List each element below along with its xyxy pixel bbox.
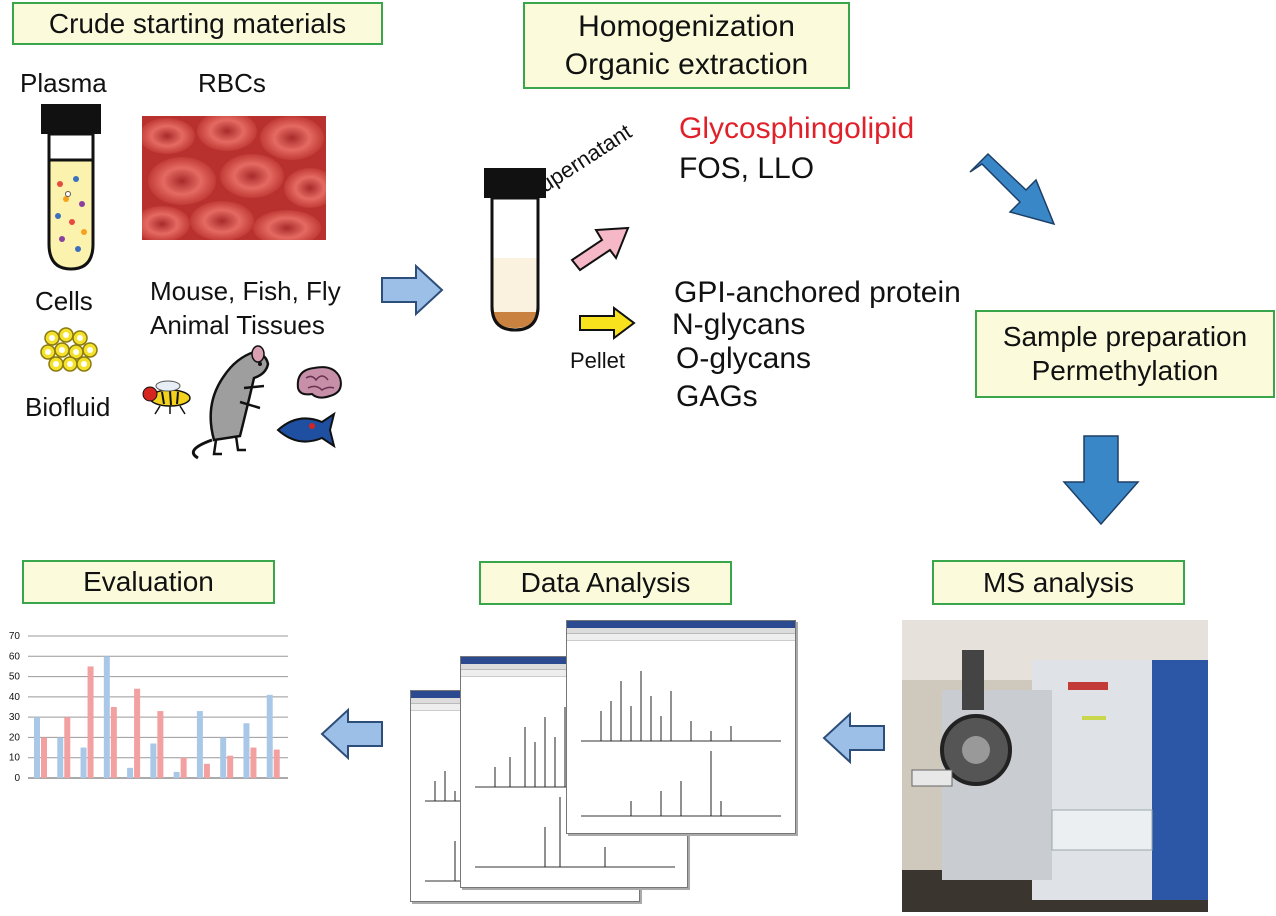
arrow-to-extraction [381,263,444,317]
brain-illustration [296,366,342,399]
sample-preparation-box: Sample preparation Permethylation [975,310,1275,398]
chart-bar-blue [103,656,110,778]
cells-label: Cells [35,286,93,316]
chart-bar-pink [227,755,234,778]
rbc-photo [142,116,326,240]
evaluation-box: Evaluation [22,560,275,604]
chart-bar-blue [173,771,180,778]
chart-bar-blue [266,694,273,778]
mass-spectrometer-photo [902,620,1208,912]
chart-bar-blue [34,717,40,778]
chart-y-tick-label: 10 [9,753,21,764]
permethylation-label: Permethylation [1031,355,1219,386]
chart-bar-blue [150,743,157,778]
biofluid-label: Biofluid [25,392,111,422]
chart-y-tick-label: 40 [9,692,21,703]
o-glycans-label: O-glycans [676,342,812,375]
organic-extraction-label: Organic extraction [564,47,809,81]
chart-bar-pink [64,717,71,778]
chart-y-tick-label: 0 [14,773,20,784]
fish-illustration [276,411,336,449]
arrow-to-data-analysis [822,711,885,765]
chart-bar-pink [250,747,257,778]
chart-bar-pink [110,707,117,778]
chart-bar-pink [41,737,47,778]
chart-bar-blue [80,747,87,778]
ms-analysis-label: MS analysis [983,566,1134,598]
data-analysis-label: Data Analysis [520,567,691,598]
chart-bar-blue [220,737,227,778]
ms-analysis-box: MS analysis [932,560,1185,605]
chart-bar-pink [134,688,141,778]
chart-bar-pink [157,711,164,778]
chart-bar-blue [243,723,250,778]
homogenization-label: Homogenization [578,9,795,43]
evaluation-bar-chart: 0 10 20 30 40 50 60 70 [9,631,288,784]
pellet-arrow [579,306,636,340]
chart-bar-blue [57,737,64,778]
gpi-anchored-protein-label: GPI-anchored protein [674,276,961,309]
centrifuge-tube-illustration [484,168,546,332]
chart-y-tick-label: 30 [9,712,21,723]
arrow-to-ms-analysis [1062,435,1140,526]
homogenization-box: Homogenization Organic extraction [523,2,850,89]
sample-preparation-label: Sample preparation [1002,321,1248,352]
chart-y-tick-label: 60 [9,651,21,662]
chart-bar-pink [87,666,94,778]
crude-materials-label: Crude starting materials [48,7,347,39]
mouse-illustration [191,345,270,460]
fos-llo-label: FOS, LLO [679,152,815,185]
pellet-label: Pellet [570,348,626,373]
crude-materials-box: Crude starting materials [12,2,383,45]
spectrum-window-front [566,620,796,834]
glycosphingolipid-label: Glycosphingolipid [679,112,915,145]
chart-bar-blue [196,711,203,778]
arrow-to-sample-prep [969,152,1056,226]
fly-illustration [142,380,191,415]
n-glycans-label: N-glycans [672,308,806,341]
chart-bar-pink [273,749,280,778]
chart-bar-pink [203,763,210,778]
evaluation-label: Evaluation [83,566,214,597]
tissues-line2-label: Animal Tissues [150,310,325,340]
arrow-to-evaluation [320,707,383,761]
gags-label: GAGs [676,380,758,413]
plasma-tube-illustration [41,104,101,271]
tissues-line1-label: Mouse, Fish, Fly [150,276,341,306]
data-analysis-box: Data Analysis [479,561,732,605]
cells-illustration [40,327,98,372]
chart-y-tick-label: 50 [9,672,21,683]
supernatant-label: Supernatant [521,118,636,206]
supernatant-arrow [570,226,630,272]
plasma-label: Plasma [20,68,107,98]
chart-y-tick-label: 20 [9,732,21,743]
rbcs-label: RBCs [198,68,266,98]
chart-bar-blue [127,767,134,778]
chart-bar-pink [180,757,187,778]
chart-y-tick-label: 70 [9,631,21,642]
